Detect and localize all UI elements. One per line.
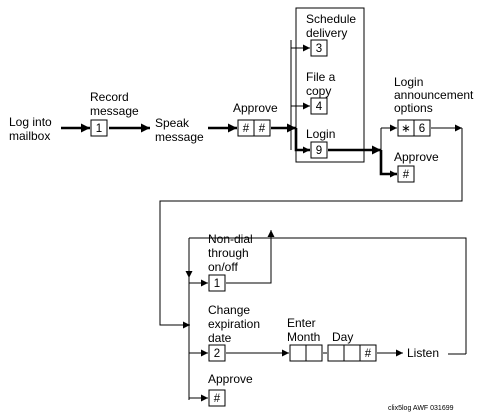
announce-key-star-label: ∗ — [401, 123, 411, 135]
svg-text:File a: File a — [306, 70, 336, 84]
record-key-1 — [90, 119, 108, 137]
approve-key-hash-2-label: # — [259, 123, 266, 135]
change-date-key-2 — [208, 344, 226, 362]
non-dial-return — [226, 230, 275, 284]
svg-text:Login: Login — [394, 75, 423, 89]
svg-text:Change: Change — [208, 303, 250, 317]
non-dial-key-1-label: 1 — [214, 278, 220, 290]
file-a-copy-label: File a copy — [306, 70, 336, 98]
enter-label: Enter — [287, 316, 316, 330]
announce-key-6 — [413, 119, 431, 137]
schedule-delivery-label: Schedule delivery — [306, 12, 356, 40]
svg-text:expiration: expiration — [208, 317, 260, 331]
non-dial-key-1 — [208, 274, 226, 292]
announce-approve-key-hash-label: # — [403, 169, 410, 181]
speak-message-label: Speak message — [155, 116, 204, 144]
approve-key-hash-1-label: # — [243, 123, 250, 135]
figure-caption: clix5log AWF 031699 — [388, 405, 454, 412]
final-approve-key-hash — [208, 389, 226, 407]
day-key-hash — [359, 344, 377, 362]
announce-approve-key-hash — [397, 165, 415, 183]
login-key-9-label: 9 — [316, 145, 322, 157]
month-box-2 — [305, 344, 323, 362]
svg-text:Record: Record — [90, 90, 129, 104]
day-box-2 — [343, 344, 361, 362]
change-expiration-date-label: Change expiration date — [208, 303, 260, 345]
svg-text:message: message — [90, 104, 139, 118]
file-key-4 — [310, 97, 328, 115]
svg-text:Non-dial: Non-dial — [208, 232, 253, 246]
day-box-1 — [327, 344, 345, 362]
svg-text:Schedule: Schedule — [306, 12, 356, 26]
final-approve-label: Approve — [208, 372, 253, 386]
schedule-key-3 — [310, 39, 328, 57]
arrow-to-announce-approve — [379, 150, 397, 178]
log-into-mailbox-label: Log into mailbox — [9, 115, 52, 143]
change-date-key-2-label: 2 — [214, 348, 220, 360]
svg-text:on/off: on/off — [208, 260, 238, 274]
approve-key-hash-2 — [253, 119, 271, 137]
month-label: Month — [287, 330, 320, 344]
day-label: Day — [332, 330, 353, 344]
loop-arrow-top — [189, 237, 467, 354]
announce-approve-label: Approve — [394, 150, 439, 164]
svg-text:date: date — [208, 331, 232, 345]
svg-text:message: message — [155, 130, 204, 144]
svg-text:Speak: Speak — [155, 116, 190, 130]
delivery-options-panel — [295, 7, 365, 163]
file-key-4-label: 4 — [316, 101, 323, 113]
approve-label: Approve — [233, 101, 278, 115]
login-key-9 — [310, 141, 328, 159]
svg-text:options: options — [394, 101, 433, 115]
arrow-to-login — [294, 128, 310, 154]
record-message-label: Record message — [90, 90, 139, 118]
svg-text:announcement: announcement — [394, 88, 474, 102]
connector-to-lower-section — [159, 128, 463, 329]
non-dial-through-label: Non-dial through on/off — [208, 232, 253, 274]
svg-text:Log into: Log into — [9, 115, 52, 129]
svg-text:through: through — [208, 246, 249, 260]
schedule-key-3-label: 3 — [316, 43, 322, 55]
final-approve-key-hash-label: # — [214, 393, 221, 405]
announce-key-6-label: 6 — [419, 123, 425, 135]
svg-text:copy: copy — [306, 84, 331, 98]
listen-label: Listen — [407, 346, 439, 360]
month-box-1 — [289, 344, 307, 362]
login-announcement-options-label: Login announcement options — [394, 75, 474, 115]
login-label: Login — [306, 127, 335, 141]
svg-text:delivery: delivery — [306, 26, 347, 40]
record-key-1-label: 1 — [96, 123, 102, 135]
day-key-hash-label: # — [365, 348, 372, 360]
svg-text:mailbox: mailbox — [9, 129, 50, 143]
